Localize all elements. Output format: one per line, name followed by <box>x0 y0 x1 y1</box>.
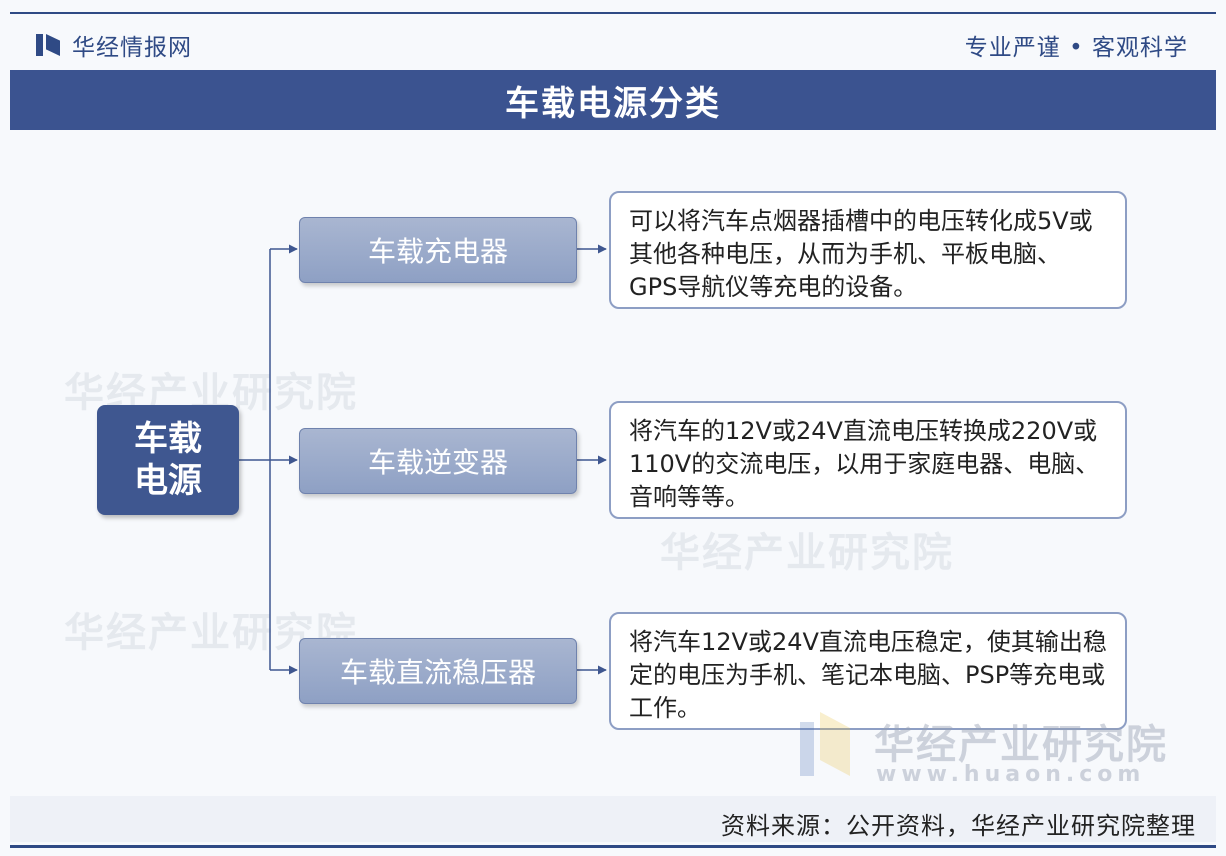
branch-node-inverter: 车载逆变器 <box>299 428 577 494</box>
branch-label: 车载逆变器 <box>367 446 508 479</box>
watermark-text: 华经产业研究院 <box>660 530 954 576</box>
root-label: 车载电源 <box>134 419 202 501</box>
brand-logo-icon <box>36 32 62 58</box>
description-box-inverter: 将汽车的12V或24V直流电压转换成220V或110V的交流电压，以用于家庭电器… <box>609 401 1127 519</box>
brand-name: 华经情报网 <box>72 35 192 61</box>
branch-label: 车载直流稳压器 <box>339 656 536 689</box>
description-box-regulator: 将汽车12V或24V直流电压稳定，使其输出稳定的电压为手机、笔记本电脑、PSP等… <box>609 612 1127 730</box>
source-note: 资料来源：公开资料，华经产业研究院整理 <box>721 812 1196 840</box>
watermark-url: www.huaon.com <box>876 762 1146 787</box>
branch-node-charger: 车载充电器 <box>299 217 577 283</box>
huaon-logo-icon <box>800 712 854 776</box>
description-box-charger: 可以将汽车点烟器插槽中的电压转化成5V或其他各种电压，从而为手机、平板电脑、GP… <box>609 191 1127 309</box>
branch-label: 车载充电器 <box>367 235 508 268</box>
root-node: 车载电源 <box>97 405 239 515</box>
slogan: 专业严谨 • 客观科学 <box>964 35 1188 61</box>
title-bar: 车载电源分类 <box>10 70 1216 130</box>
source-bar <box>10 796 1216 842</box>
watermark-brand: 华经产业研究院 <box>874 722 1168 768</box>
brand: 华经情报网 <box>36 28 192 62</box>
branch-node-regulator: 车载直流稳压器 <box>299 638 577 704</box>
top-divider <box>10 12 1216 14</box>
bottom-divider <box>10 845 1216 848</box>
page-title: 车载电源分类 <box>505 83 721 124</box>
